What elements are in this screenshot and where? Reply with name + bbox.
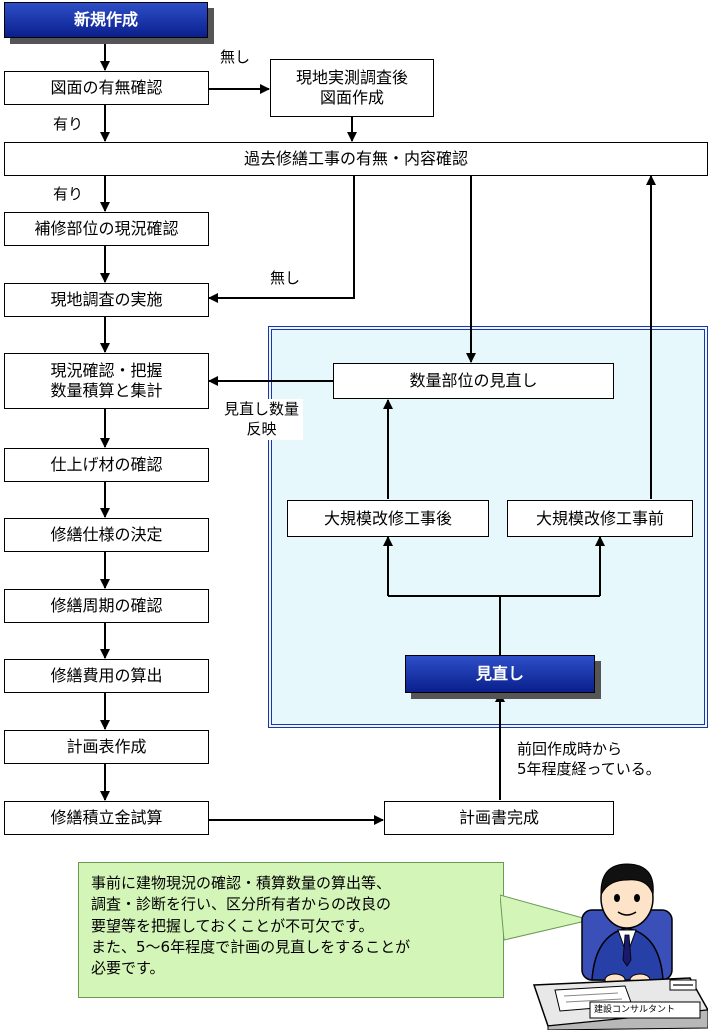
after-major-label: 大規模改修工事後 xyxy=(323,508,452,528)
reflect-label-1: 見直し数量 xyxy=(224,400,300,418)
advice-note-line-3: 要望等を把握しておくことが不可欠です。 xyxy=(91,916,374,935)
before-major-label: 大規模改修工事前 xyxy=(535,508,664,528)
advice-note: 事前に建物現況の確認・積算数量の算出等、 調査・診断を行い、区分所有者からの改良… xyxy=(78,862,504,998)
past-repair-label: 過去修繕工事の有無・内容確認 xyxy=(243,149,468,168)
plan-table-box: 計画表作成 xyxy=(4,730,209,764)
new-creation-box: 新規作成 xyxy=(4,2,208,38)
no-drawing-label: 無し xyxy=(220,48,251,66)
quantity-review-label: 数量部位の見直し xyxy=(409,371,538,390)
has-drawing-label: 有り xyxy=(53,115,84,133)
repair-cycle-box: 修繕周期の確認 xyxy=(4,589,209,623)
repair-spec-label: 修繕仕様の決定 xyxy=(50,525,163,544)
repair-spec-box: 修繕仕様の決定 xyxy=(4,518,209,552)
consultant-sign-text: 建設コンサルタント xyxy=(594,1005,676,1015)
after-major-box: 大規模改修工事後 xyxy=(287,500,489,537)
status-check-box: 現況確認・把握 数量積算と集計 xyxy=(4,353,209,409)
repair-site-label: 補修部位の現況確認 xyxy=(34,219,179,238)
survey-drawing-label-1: 現地実測調査後 xyxy=(295,68,408,87)
advice-note-line-2: 調査・診断を行い、区分所有者からの改良の xyxy=(91,895,392,914)
survey-drawing-label-2: 図面作成 xyxy=(319,88,384,107)
has-past-repair-label: 有り xyxy=(53,185,84,203)
review-box: 見直し xyxy=(405,655,595,693)
plan-complete-box: 計画書完成 xyxy=(384,801,614,835)
repair-cost-box: 修繕費用の算出 xyxy=(4,659,209,693)
years-elapsed-label: 前回作成時から 5年程度経っている。 xyxy=(517,740,661,779)
new-creation-label: 新規作成 xyxy=(73,10,138,29)
drawing-check-label: 図面の有無確認 xyxy=(50,78,163,97)
finish-material-box: 仕上げ材の確認 xyxy=(4,448,209,482)
before-major-box: 大規模改修工事前 xyxy=(507,500,693,537)
finish-material-label: 仕上げ材の確認 xyxy=(50,455,163,474)
site-survey-box: 現地調査の実施 xyxy=(4,283,209,317)
repair-site-box: 補修部位の現況確認 xyxy=(4,212,209,246)
reserve-calc-box: 修繕積立金試算 xyxy=(4,801,209,835)
no-past-repair-label: 無し xyxy=(270,269,301,287)
advice-note-line-1: 事前に建物現況の確認・積算数量の算出等、 xyxy=(91,874,392,892)
repair-cycle-label: 修繕周期の確認 xyxy=(50,596,163,615)
survey-drawing-box: 現地実測調査後 図面作成 xyxy=(270,59,434,117)
advice-note-line-4: また、5～6年程度で計画の見直しをすることが xyxy=(91,937,411,956)
reserve-calc-label: 修繕積立金試算 xyxy=(50,808,163,827)
years-elapsed-label-2: 5年程度経っている。 xyxy=(517,759,661,778)
review-label: 見直し xyxy=(475,664,524,683)
repair-cost-label: 修繕費用の算出 xyxy=(50,666,163,685)
past-repair-box: 過去修繕工事の有無・内容確認 xyxy=(4,142,708,176)
consultant-illustration xyxy=(500,863,708,1030)
years-elapsed-label-1: 前回作成時から xyxy=(517,740,623,758)
status-check-label-2: 数量積算と集計 xyxy=(50,381,163,400)
status-check-label-1: 現況確認・把握 xyxy=(50,361,163,380)
reflect-label: 見直し数量 反映 xyxy=(220,399,304,440)
reflect-label-2: 反映 xyxy=(246,419,277,438)
site-survey-label: 現地調査の実施 xyxy=(50,290,163,309)
drawing-check-box: 図面の有無確認 xyxy=(4,71,209,105)
plan-complete-label: 計画書完成 xyxy=(458,808,539,827)
plan-table-label: 計画表作成 xyxy=(66,737,147,756)
quantity-review-box: 数量部位の見直し xyxy=(333,363,614,399)
advice-note-line-5: 必要です。 xyxy=(91,959,165,978)
